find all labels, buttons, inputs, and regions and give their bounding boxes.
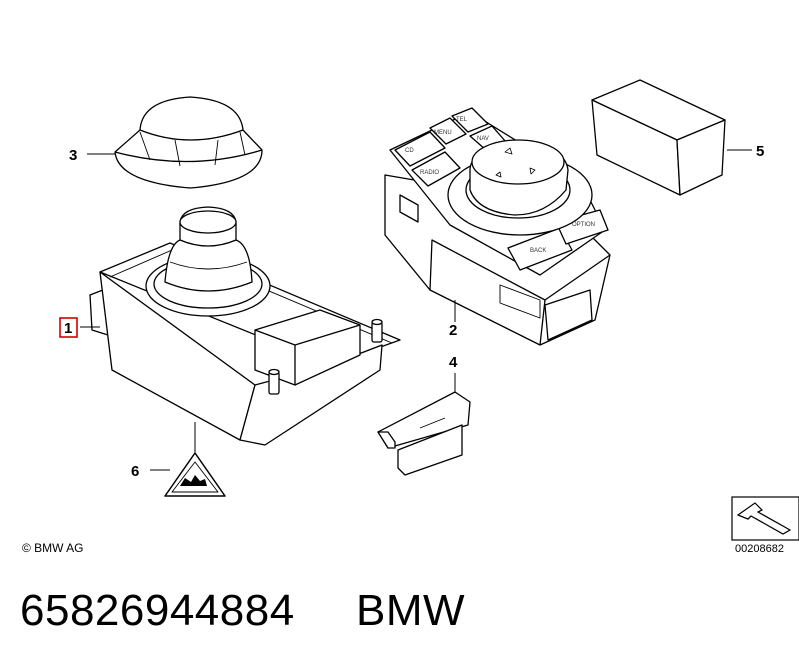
part-number: 65826944884 xyxy=(20,586,295,635)
brand-name: BMW xyxy=(356,586,466,635)
button-label-nav: NAV xyxy=(477,136,489,142)
diagram-arrow-icon xyxy=(731,496,799,541)
button-label-cd: CD xyxy=(405,148,414,154)
part-2-controller[interactable] xyxy=(384,107,611,346)
button-label-option: OPTION xyxy=(572,222,595,228)
callout-1-highlight-box xyxy=(59,317,78,338)
copyright-text: © BMW AG xyxy=(22,541,84,555)
part-4-clip[interactable] xyxy=(377,391,471,476)
button-label-back: BACK xyxy=(530,248,546,254)
button-label-tel: TEL xyxy=(456,117,468,123)
diagram-reference-code: 00208682 xyxy=(735,543,784,555)
button-label-radio: RADIO xyxy=(420,170,439,176)
callout-4[interactable]: 4 xyxy=(449,354,458,371)
part-3-knob-cap[interactable] xyxy=(114,96,263,189)
callout-6[interactable]: 6 xyxy=(131,463,139,480)
part-6-warning-label[interactable] xyxy=(164,452,226,497)
callout-3[interactable]: 3 xyxy=(69,147,77,164)
part-5-block[interactable] xyxy=(591,79,726,196)
callout-2[interactable]: 2 xyxy=(449,322,457,339)
button-label-menu: MENU xyxy=(434,130,452,136)
callout-1[interactable]: 1 xyxy=(64,320,72,337)
callout-5[interactable]: 5 xyxy=(756,143,764,160)
part-1-housing[interactable] xyxy=(89,206,401,446)
